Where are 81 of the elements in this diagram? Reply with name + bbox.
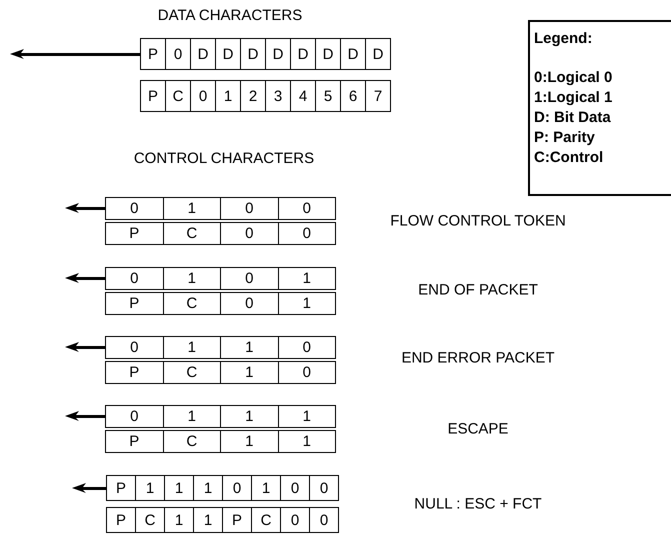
bit-cell: D: [215, 38, 241, 70]
bit-cell: 1: [278, 405, 336, 428]
legend-title: Legend:: [534, 30, 592, 47]
section-heading: CONTROL CHARACTERS: [134, 150, 314, 167]
bit-cell: 6: [340, 80, 366, 112]
bit-cell: 1: [162, 336, 221, 359]
bit-cell: P: [140, 38, 166, 70]
legend-entry: D: Bit Data: [534, 109, 611, 126]
bit-cell: 1: [193, 507, 223, 533]
bit-cell: D: [190, 38, 216, 70]
legend-entry: 0:Logical 0: [534, 69, 612, 86]
bit-cell: 2: [240, 80, 266, 112]
legend-entry: 1:Logical 1: [534, 89, 612, 106]
legend-entry: C:Control: [534, 149, 604, 166]
bit-cell: D: [340, 38, 366, 70]
bit-cell: D: [265, 38, 291, 70]
bit-cell: 1: [162, 267, 221, 290]
bit-cell: 0: [105, 405, 164, 428]
character-name: END ERROR PACKET: [401, 350, 555, 366]
bit-cell: D: [240, 38, 266, 70]
bit-cell: 0: [280, 475, 310, 501]
bit-cell: 1: [164, 475, 194, 501]
bit-cell: D: [290, 38, 316, 70]
character-name: NULL : ESC + FCT: [414, 496, 542, 512]
legend-entry: P: Parity: [534, 129, 595, 146]
bit-cell: P: [105, 430, 164, 453]
bit-cell: 5: [315, 80, 341, 112]
bit-cell: 1: [251, 475, 281, 501]
bit-cell: 1: [220, 361, 278, 384]
bit-cell: 1: [278, 292, 336, 315]
bit-cell: 0: [220, 292, 278, 315]
bit-cell: 3: [265, 80, 291, 112]
bit-cell: C: [251, 507, 281, 533]
character-name: ESCAPE: [448, 420, 508, 438]
bit-cell: 0: [309, 507, 339, 533]
bit-cell: 0: [105, 267, 164, 290]
bit-cell: C: [162, 430, 221, 453]
bit-cell: 1: [193, 475, 223, 501]
bit-cell: 1: [220, 430, 278, 453]
bit-cell: 1: [278, 267, 336, 290]
bit-cell: 1: [220, 405, 278, 428]
section-heading: DATA CHARACTERS: [158, 7, 302, 24]
bit-cell: 0: [278, 197, 336, 220]
bit-cell: C: [165, 80, 191, 112]
bit-cell: 0: [220, 267, 278, 290]
bit-cell: 0: [220, 222, 278, 245]
bit-cell: 1: [162, 197, 221, 220]
bit-cell: D: [315, 38, 341, 70]
bit-cell: C: [162, 292, 221, 315]
bit-cell: 4: [290, 80, 316, 112]
bit-cell: P: [140, 80, 166, 112]
bit-cell: C: [135, 507, 165, 533]
bit-cell: 1: [135, 475, 165, 501]
bit-cell: 0: [278, 222, 336, 245]
bit-cell: P: [105, 361, 164, 384]
bit-cell: 0: [278, 361, 336, 384]
bit-cell: P: [105, 222, 164, 245]
bit-cell: C: [162, 222, 221, 245]
bit-cell: 1: [162, 405, 221, 428]
bit-cell: 1: [215, 80, 241, 112]
bit-cell: 1: [220, 336, 278, 359]
bit-cell: 0: [190, 80, 216, 112]
bit-cell: P: [105, 292, 164, 315]
bit-cell: 0: [280, 507, 310, 533]
character-name: FLOW CONTROL TOKEN: [390, 212, 566, 230]
bit-cell: 0: [309, 475, 339, 501]
bit-cell: 0: [278, 336, 336, 359]
bit-cell: P: [222, 507, 252, 533]
bit-cell: C: [162, 361, 221, 384]
bit-cell: 1: [164, 507, 194, 533]
bit-cell: P: [106, 475, 136, 501]
bit-cell: 0: [222, 475, 252, 501]
bit-cell: 0: [165, 38, 191, 70]
character-name: END OF PACKET: [418, 282, 538, 298]
bit-cell: 0: [105, 336, 164, 359]
bit-cell: D: [365, 38, 391, 70]
bit-cell: 0: [220, 197, 278, 220]
bit-cell: 1: [278, 430, 336, 453]
bit-cell: P: [106, 507, 136, 533]
bit-cell: 7: [365, 80, 391, 112]
bit-cell: 0: [105, 197, 164, 220]
